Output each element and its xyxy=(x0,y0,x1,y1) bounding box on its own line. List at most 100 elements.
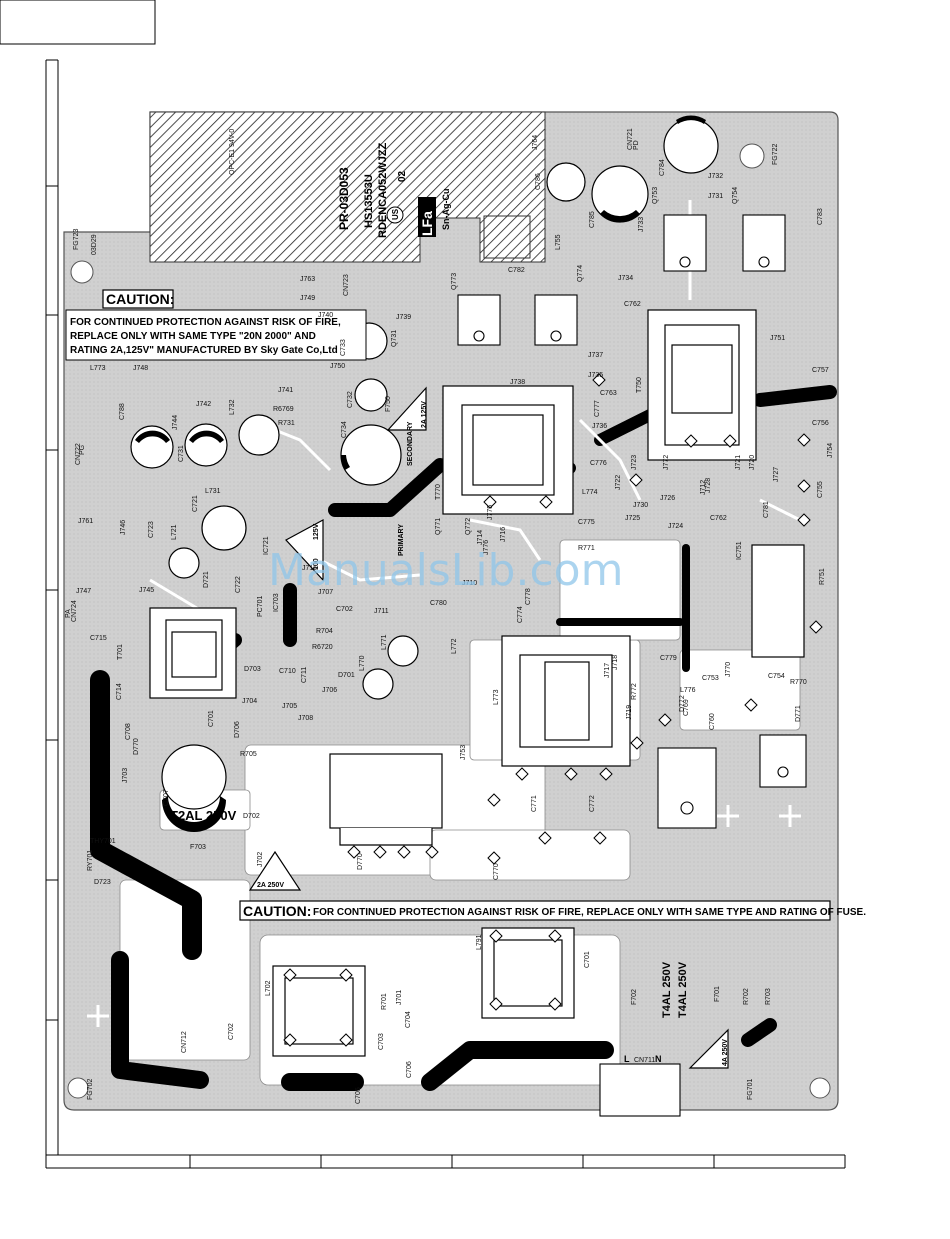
component-label: J733 xyxy=(638,217,645,232)
component-label: J716 xyxy=(500,527,507,542)
component-label: L731 xyxy=(205,488,221,495)
caution-top-line2: REPLACE ONLY WITH SAME TYPE "20N 2000" A… xyxy=(70,331,316,342)
component-label: T701 xyxy=(117,644,124,660)
transistors xyxy=(457,214,807,1117)
component-label: Q774 xyxy=(577,265,584,282)
component-label: L702 xyxy=(265,980,272,996)
component-label: J740 xyxy=(318,312,333,319)
component-label: C704 xyxy=(405,1011,412,1028)
component-label: J714 xyxy=(477,530,484,545)
ic751-block xyxy=(751,544,805,658)
component-label: C733 xyxy=(340,339,347,356)
component-label: D701 xyxy=(338,672,355,679)
component-label: R6720 xyxy=(312,644,333,651)
part-number-1: HS13553U xyxy=(363,174,375,228)
inner-code: QPC-E1 94V-0 xyxy=(229,129,236,175)
component-label: C782 xyxy=(508,267,525,274)
component-label: FG702 xyxy=(87,1078,94,1100)
pcb-number: PR-03D053 xyxy=(337,167,351,230)
component-label: J753 xyxy=(460,745,467,760)
warning-triangles xyxy=(248,386,729,1069)
component-label: D723 xyxy=(94,879,111,886)
connector-l-label: L xyxy=(624,1054,630,1064)
page-frame xyxy=(0,0,846,1169)
component-label: C711 xyxy=(301,667,308,683)
component-label: C731 xyxy=(178,445,185,462)
component-label: J731 xyxy=(708,193,723,200)
component-label: PD xyxy=(633,140,640,150)
component-label: L776 xyxy=(680,687,696,694)
pads xyxy=(283,373,823,1047)
warn-2a-250: 2A 250V xyxy=(257,882,284,889)
component-label: C779 xyxy=(660,655,677,662)
component-label: J725 xyxy=(625,515,640,522)
component-label: CN712 xyxy=(181,1031,188,1053)
component-label: J720 xyxy=(749,455,756,470)
component-label: R770 xyxy=(790,679,807,686)
component-label: J704 xyxy=(242,698,257,705)
component-label: C771 xyxy=(531,795,538,812)
component-label: R731 xyxy=(278,420,295,427)
component-label: J715 xyxy=(302,565,317,572)
component-label: J749 xyxy=(300,295,315,302)
component-label: PA xyxy=(65,609,72,618)
component-label: L772 xyxy=(451,638,458,654)
component-label: D770 xyxy=(357,853,364,870)
component-label: C715 xyxy=(90,635,107,642)
component-label: F702 xyxy=(631,989,638,1005)
part-number-2: RDENCA052WJZZ xyxy=(377,142,389,238)
component-label: C757 xyxy=(812,367,829,374)
component-label: D772 xyxy=(679,695,686,712)
fuse-f701a-rating: T4AL 250V xyxy=(661,961,673,1018)
transformer-l702 xyxy=(272,965,366,1057)
fuse-f703-rating: T2AL 250V xyxy=(170,808,237,823)
component-label: IC751 xyxy=(736,541,743,560)
mounting-holes xyxy=(67,143,831,1099)
component-label: R6769 xyxy=(273,406,294,413)
component-label: C785 xyxy=(589,211,596,228)
component-label: C776 xyxy=(590,460,607,467)
component-label: J705 xyxy=(282,703,297,710)
connector-n-label: N xyxy=(655,1054,662,1064)
component-label: D706 xyxy=(234,721,241,738)
component-label: FG701 xyxy=(747,1078,754,1100)
component-label: C781 xyxy=(763,501,770,518)
component-label: L791 xyxy=(476,934,483,950)
component-label: L774 xyxy=(582,489,598,496)
component-label: C732 xyxy=(347,391,354,408)
secondary-label: SECONDARY xyxy=(407,421,414,466)
component-label: J742 xyxy=(196,401,211,408)
bridge-rectifier xyxy=(329,753,443,846)
component-label: J741 xyxy=(278,387,293,394)
component-label: J772 xyxy=(663,455,670,470)
caution-bottom-text: FOR CONTINUED PROTECTION AGAINST RISK OF… xyxy=(313,907,866,918)
transformer-t750 xyxy=(647,309,757,461)
transformer-t770 xyxy=(442,385,574,515)
component-label: J703 xyxy=(122,768,129,783)
component-label: C710 xyxy=(279,668,296,675)
component-label: CN723 xyxy=(343,274,350,296)
caution-top-line1: FOR CONTINUED PROTECTION AGAINST RISK OF… xyxy=(70,317,341,328)
component-label: R772 xyxy=(631,683,638,700)
component-label: J738 xyxy=(510,379,525,386)
fuse-f701b-rating: T4AL 250V xyxy=(677,961,689,1018)
component-label: J744 xyxy=(172,415,179,430)
component-label: L770 xyxy=(359,655,366,671)
component-label: L771 xyxy=(381,634,388,650)
component-label: J745 xyxy=(139,587,154,594)
component-label: C702 xyxy=(228,1023,235,1040)
component-label: J730 xyxy=(633,502,648,509)
component-label: C786 xyxy=(535,173,542,190)
component-label: CN721 xyxy=(627,128,634,150)
caution-top: CAUTION: FOR CONTINUED PROTECTION AGAINS… xyxy=(65,289,367,361)
warn-4a-250: 4A 250V xyxy=(722,1039,729,1066)
component-label: C772 xyxy=(589,795,596,812)
component-label: J724 xyxy=(668,523,683,530)
transformer-t701 xyxy=(149,607,237,699)
plus-marks xyxy=(87,805,801,1027)
component-label: R705 xyxy=(240,751,257,758)
component-label: PC701 xyxy=(257,595,264,617)
component-label: C780 xyxy=(430,600,447,607)
